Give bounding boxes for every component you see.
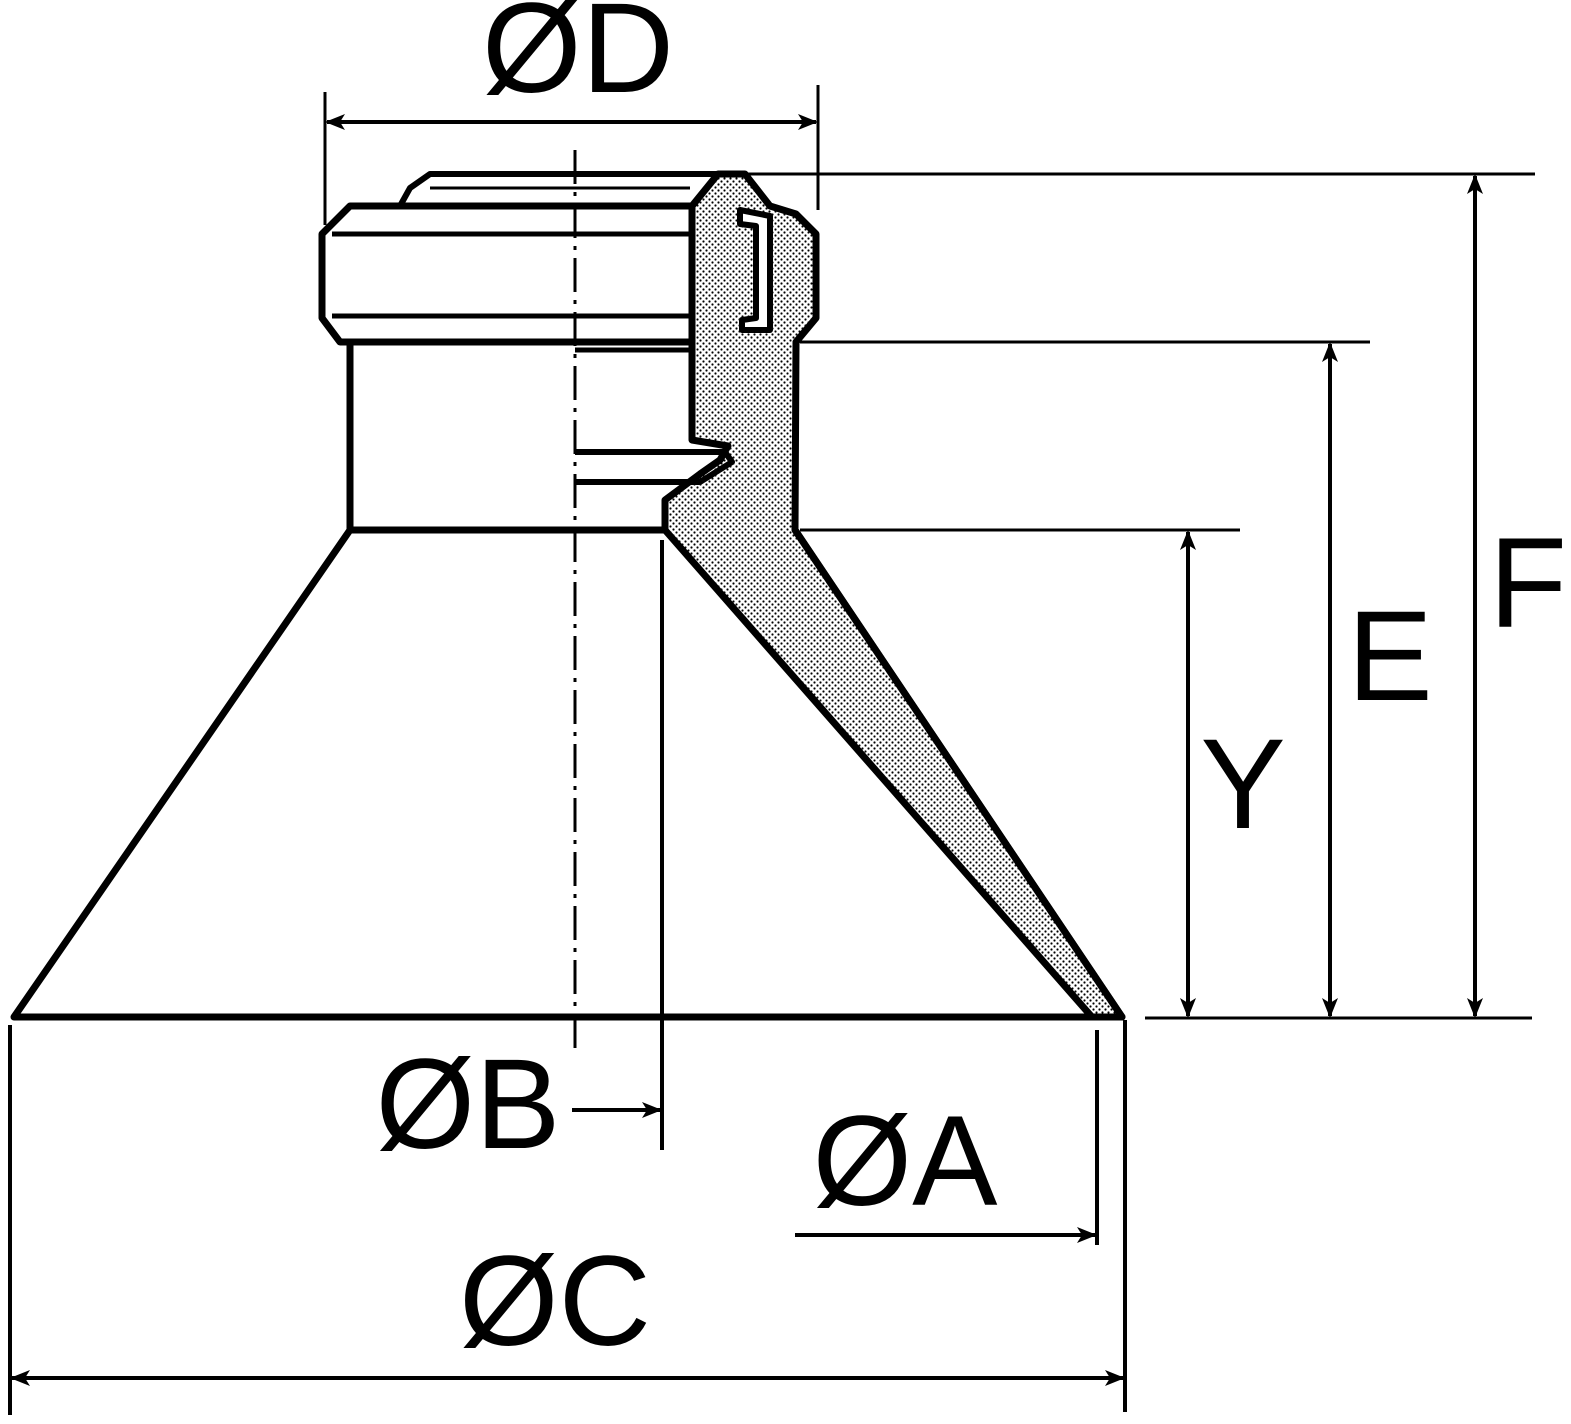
label-height-e: E <box>1347 585 1432 728</box>
dimension-lines <box>10 114 1483 1386</box>
label-diameter-b: ØB <box>376 1033 561 1176</box>
fitting-head-outline <box>318 202 704 346</box>
section-view <box>575 170 1126 1021</box>
label-diameter-c: ØC <box>459 1230 651 1373</box>
dimension-labels: ØD ØB ØA ØC Y E F <box>376 0 1568 1373</box>
label-height-y: Y <box>1200 713 1285 856</box>
label-diameter-a: ØA <box>813 1090 999 1233</box>
label-diameter-d: ØD <box>482 0 674 120</box>
label-height-f: F <box>1489 512 1567 655</box>
clip-slot <box>737 207 773 333</box>
part-body <box>10 171 1126 1021</box>
thread-outline <box>397 171 718 208</box>
extension-lines <box>8 85 1535 1415</box>
inner-lip <box>575 449 735 485</box>
section-wall <box>661 170 1126 1021</box>
